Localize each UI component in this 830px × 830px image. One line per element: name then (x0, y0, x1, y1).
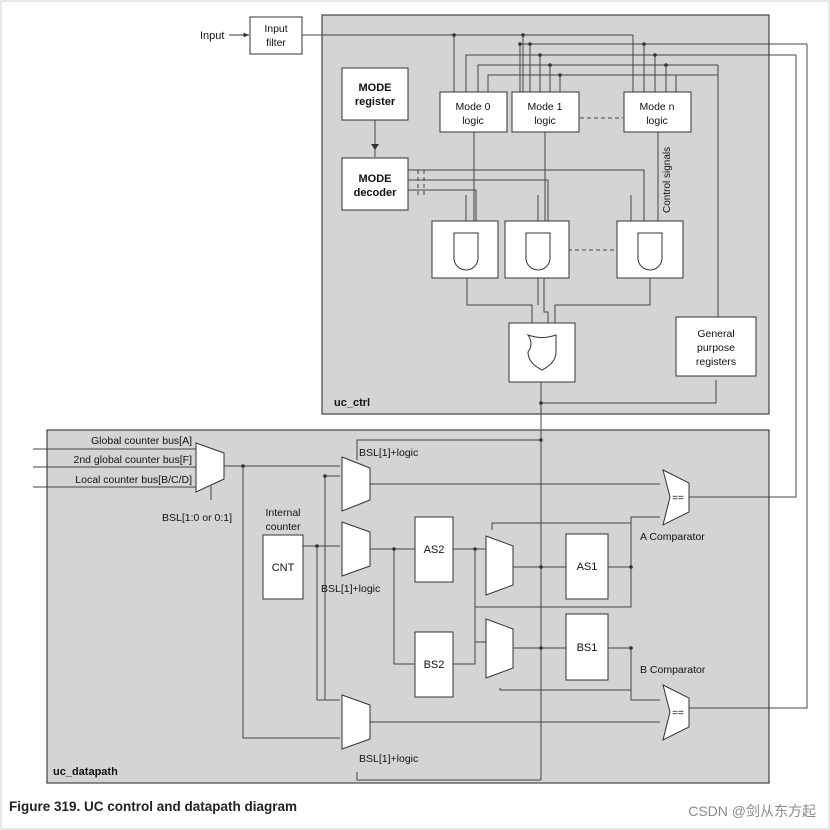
b-comparator-symbol: == (672, 708, 684, 719)
mode-decoder-block (341, 157, 409, 211)
a-comparator-symbol: == (672, 493, 684, 504)
control-signals-label: Control signals (662, 147, 673, 213)
mode-register-block (341, 67, 409, 121)
gpr-line2: purpose (697, 342, 735, 354)
as1-label: AS1 (577, 561, 598, 573)
mode0-logic-block (439, 91, 508, 133)
bs1-label: BS1 (577, 642, 598, 654)
and-gate-0 (453, 232, 479, 271)
bs1-block (565, 613, 609, 681)
mux-a-top-label: BSL[1]+logic (359, 447, 418, 459)
input-label: Input (200, 30, 224, 42)
bs2-block (414, 631, 454, 698)
and-gate-1 (525, 232, 551, 271)
junction-dots (241, 33, 668, 650)
a-comparator-label: A Comparator (640, 531, 705, 543)
uc-datapath-region (46, 429, 770, 784)
moden-logic-line2: logic (646, 115, 668, 127)
internal-counter-line2: counter (265, 521, 301, 533)
mux-mid-label: BSL[1]+logic (321, 583, 380, 595)
input-filter-block (249, 16, 303, 55)
input-filter-line1: Input (264, 23, 287, 35)
cnt-block (262, 534, 304, 600)
as1-block (565, 533, 609, 600)
mode1-logic-block (511, 91, 580, 133)
gpr-line1: General (697, 328, 734, 340)
mode0-logic-line1: Mode 0 (455, 101, 490, 113)
a-comparator (662, 469, 690, 526)
mux-a-sel (485, 535, 514, 596)
or-gate (526, 334, 557, 371)
mode0-logic-line2: logic (462, 115, 484, 127)
moden-logic-block (623, 91, 692, 133)
mode-register-line2: register (355, 96, 396, 108)
general-purpose-registers-block (675, 316, 757, 377)
and-gate-n (637, 232, 663, 271)
uc-ctrl-label: uc_ctrl (334, 397, 370, 409)
mux-bottom-label: BSL[1]+logic (359, 753, 418, 765)
moden-logic-line1: Mode n (639, 101, 674, 113)
ctrl-wiring (302, 34, 807, 440)
bsl-select-label: BSL[1:0 or 0:1] (162, 512, 232, 524)
bs2-label: BS2 (424, 659, 445, 671)
gpr-line3: registers (696, 356, 736, 368)
mux-b-sel (485, 618, 514, 679)
mux-bottom (341, 694, 371, 750)
mode-decoder-line2: decoder (354, 187, 398, 199)
mux-mid (341, 521, 371, 577)
b-comparator (662, 684, 690, 741)
bus-label-2nd-global: 2nd global counter bus[F] (74, 454, 193, 466)
mode-decoder-line1: MODE (359, 173, 392, 185)
bus-label-local: Local counter bus[B/C/D] (75, 474, 192, 486)
watermark: CSDN @剑从东方起 (688, 803, 816, 819)
cnt-label: CNT (272, 562, 295, 574)
bus-select-mux (195, 442, 225, 493)
as2-label: AS2 (424, 544, 445, 556)
as2-block (414, 516, 454, 583)
feedback-wiring (689, 44, 808, 709)
input-filter-line2: filter (266, 37, 286, 49)
mode1-logic-line1: Mode 1 (527, 101, 562, 113)
mode-register-arrow (371, 144, 379, 150)
mode1-logic-line2: logic (534, 115, 556, 127)
mode-register-line1: MODE (359, 82, 392, 94)
bus-label-global: Global counter bus[A] (91, 435, 192, 447)
uc-datapath-label: uc_datapath (53, 766, 118, 778)
internal-counter-line1: Internal (265, 507, 300, 519)
mux-a-top (341, 456, 371, 512)
figure-caption: Figure 319. UC control and datapath diag… (9, 799, 298, 814)
b-comparator-label: B Comparator (640, 664, 706, 676)
